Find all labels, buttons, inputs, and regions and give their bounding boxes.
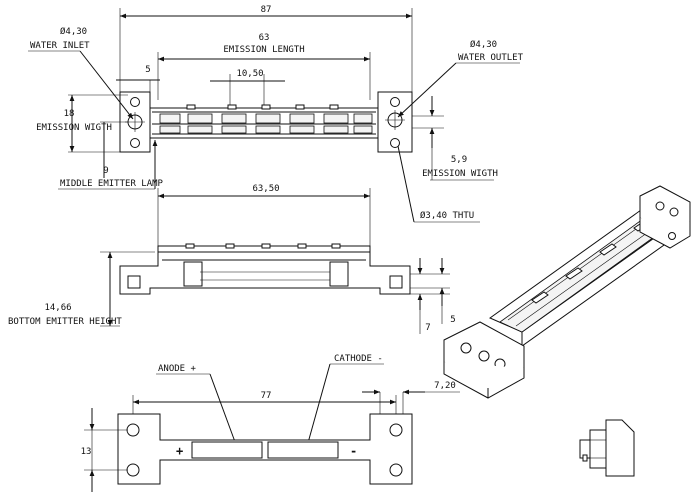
inlet-hole-bottom xyxy=(130,138,140,148)
dim-pitch-text: 10,50 xyxy=(236,69,263,79)
side-dim-5: 5 xyxy=(450,315,455,325)
bottom-hole-bl xyxy=(126,463,140,477)
bottom-hole-tl xyxy=(126,423,140,437)
outlet-hole-bottom xyxy=(390,138,400,148)
front-view: 63,50 14,66 BOTTOM EMITTER HEIGHT 7 5 xyxy=(8,184,456,334)
water-inlet-label: WATER INLET xyxy=(30,41,90,51)
inlet-hole-top xyxy=(130,97,140,107)
dim-13-text: 13 xyxy=(81,447,92,457)
bottom-hole-br xyxy=(389,463,403,477)
thru-hole-text: Ø3,40 THTU xyxy=(420,210,474,221)
bottom-height-value: 14,66 xyxy=(44,303,71,313)
minus-sign: - xyxy=(350,444,357,458)
side-dim-7: 7 xyxy=(425,323,430,333)
emission-width-left-label: EMISSION WIGTH xyxy=(36,123,112,133)
outlet-diameter-text: Ø4,30 xyxy=(470,39,497,50)
bottom-view: ANODE + CATHODE - 77 7,20 + - 13 xyxy=(81,354,460,492)
top-view: 87 63 EMISSION LENGTH 10,50 5 xyxy=(28,5,524,223)
inlet-diameter-text: Ø4,30 xyxy=(60,26,87,37)
dim-87-text: 87 xyxy=(261,5,272,15)
front-body xyxy=(119,245,411,295)
cathode-label: CATHODE - xyxy=(334,354,383,364)
emitter-segments xyxy=(159,113,373,134)
dim-63-text: 63 xyxy=(259,33,270,43)
emission-width-right-label: EMISSION WIGTH xyxy=(422,169,498,179)
bottom-hole-tr xyxy=(389,423,403,437)
outlet-hole-top xyxy=(390,97,400,107)
emission-width-right-value: 5,9 xyxy=(451,155,467,165)
water-outlet-label: WATER OUTLET xyxy=(458,53,524,63)
bottom-body xyxy=(117,413,413,485)
emission-width-left-value: 18 xyxy=(64,109,75,119)
side-view xyxy=(579,419,635,477)
plus-sign: + xyxy=(176,444,183,458)
bottom-height-label: BOTTOM EMITTER HEIGHT xyxy=(8,317,122,327)
dim-7-20-text: 7,20 xyxy=(434,381,456,391)
dim-77-text: 77 xyxy=(261,391,272,401)
middle-dim-text: 9 xyxy=(103,166,108,176)
emission-length-label: EMISSION LENGTH xyxy=(223,45,304,55)
dim-5-text: 5 xyxy=(145,65,150,75)
isometric-view xyxy=(443,185,691,399)
anode-label: ANODE + xyxy=(158,364,197,374)
cathode-pad xyxy=(267,441,339,459)
middle-emitter-label: MIDDLE EMITTER LAMP xyxy=(60,179,164,189)
dim-63-50-text: 63,50 xyxy=(252,184,279,194)
anode-pad xyxy=(191,441,263,459)
